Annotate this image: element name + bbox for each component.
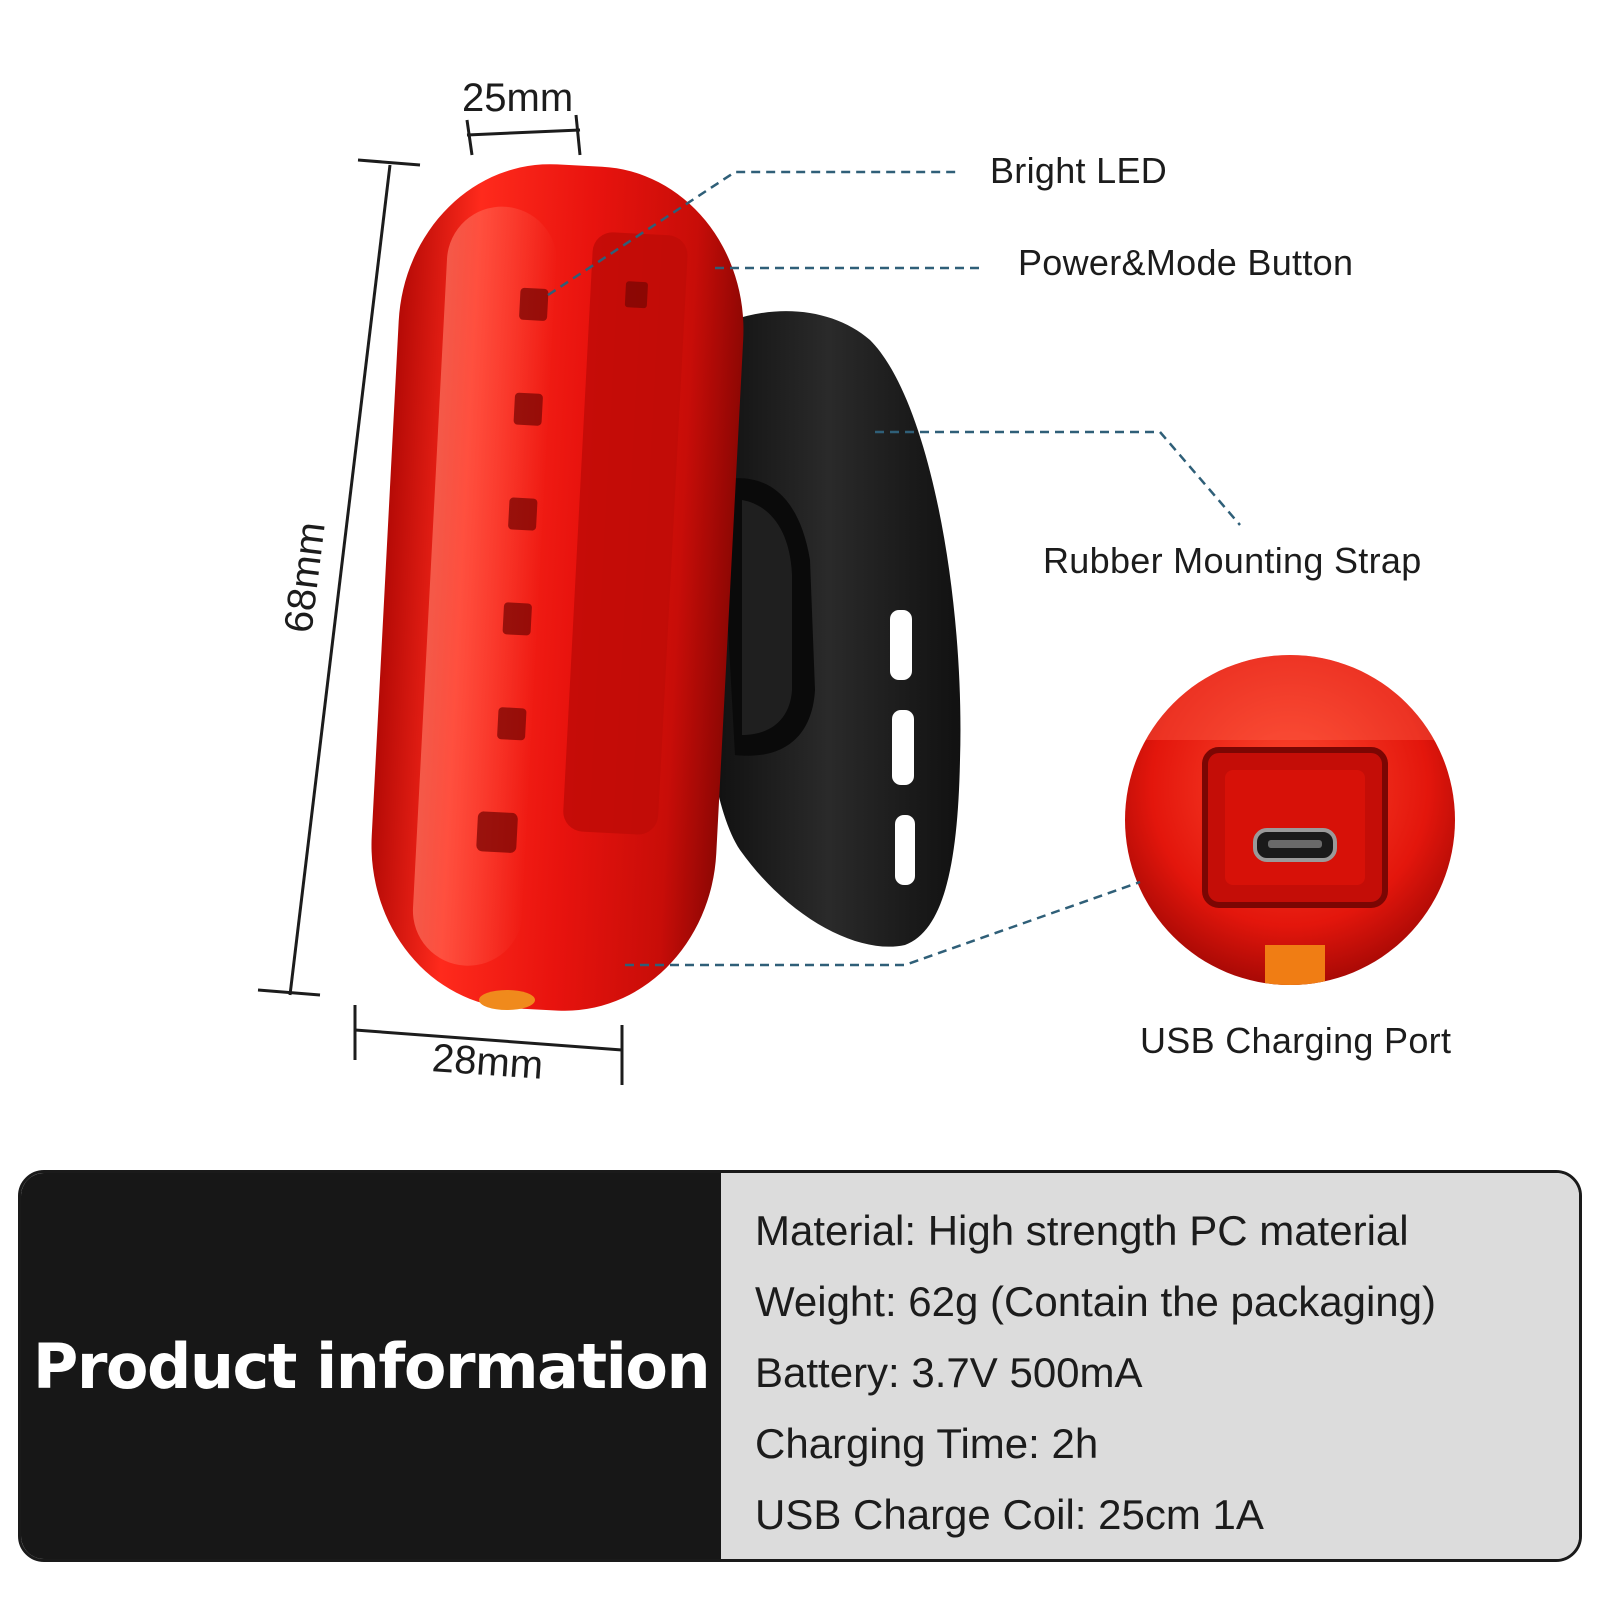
- product-spec-list: Material: High strength PC material Weig…: [721, 1173, 1579, 1559]
- usb-port-zoom: [1125, 655, 1455, 985]
- callout-strap: Rubber Mounting Strap: [1043, 540, 1422, 581]
- spec-charging-time: Charging Time: 2h: [755, 1420, 1099, 1467]
- dimension-bottom-width: 28mm: [430, 1036, 545, 1088]
- dimension-lines: [257, 114, 624, 1085]
- rubber-strap: [696, 311, 961, 947]
- callout-usb-port: USB Charging Port: [1140, 1020, 1452, 1061]
- product-info-title-block: Product information: [21, 1173, 721, 1559]
- spec-material: Material: High strength PC material: [755, 1207, 1409, 1254]
- callout-power-button: Power&Mode Button: [1018, 242, 1354, 283]
- spec-weight: Weight: 62g (Contain the packaging): [755, 1278, 1436, 1325]
- dimension-top-width: 25mm: [462, 76, 574, 120]
- spec-battery: Battery: 3.7V 500mA: [755, 1349, 1143, 1396]
- callout-bright-led: Bright LED: [990, 150, 1168, 191]
- product-info-title: Product information: [32, 1329, 711, 1403]
- leader-lines: [547, 170, 1241, 967]
- lamp-body: [371, 164, 744, 1011]
- product-illustration: [257, 114, 1455, 1085]
- spec-usb-coil: USB Charge Coil: 25cm 1A: [755, 1491, 1264, 1538]
- product-info-panel: Product information Material: High stren…: [18, 1170, 1582, 1562]
